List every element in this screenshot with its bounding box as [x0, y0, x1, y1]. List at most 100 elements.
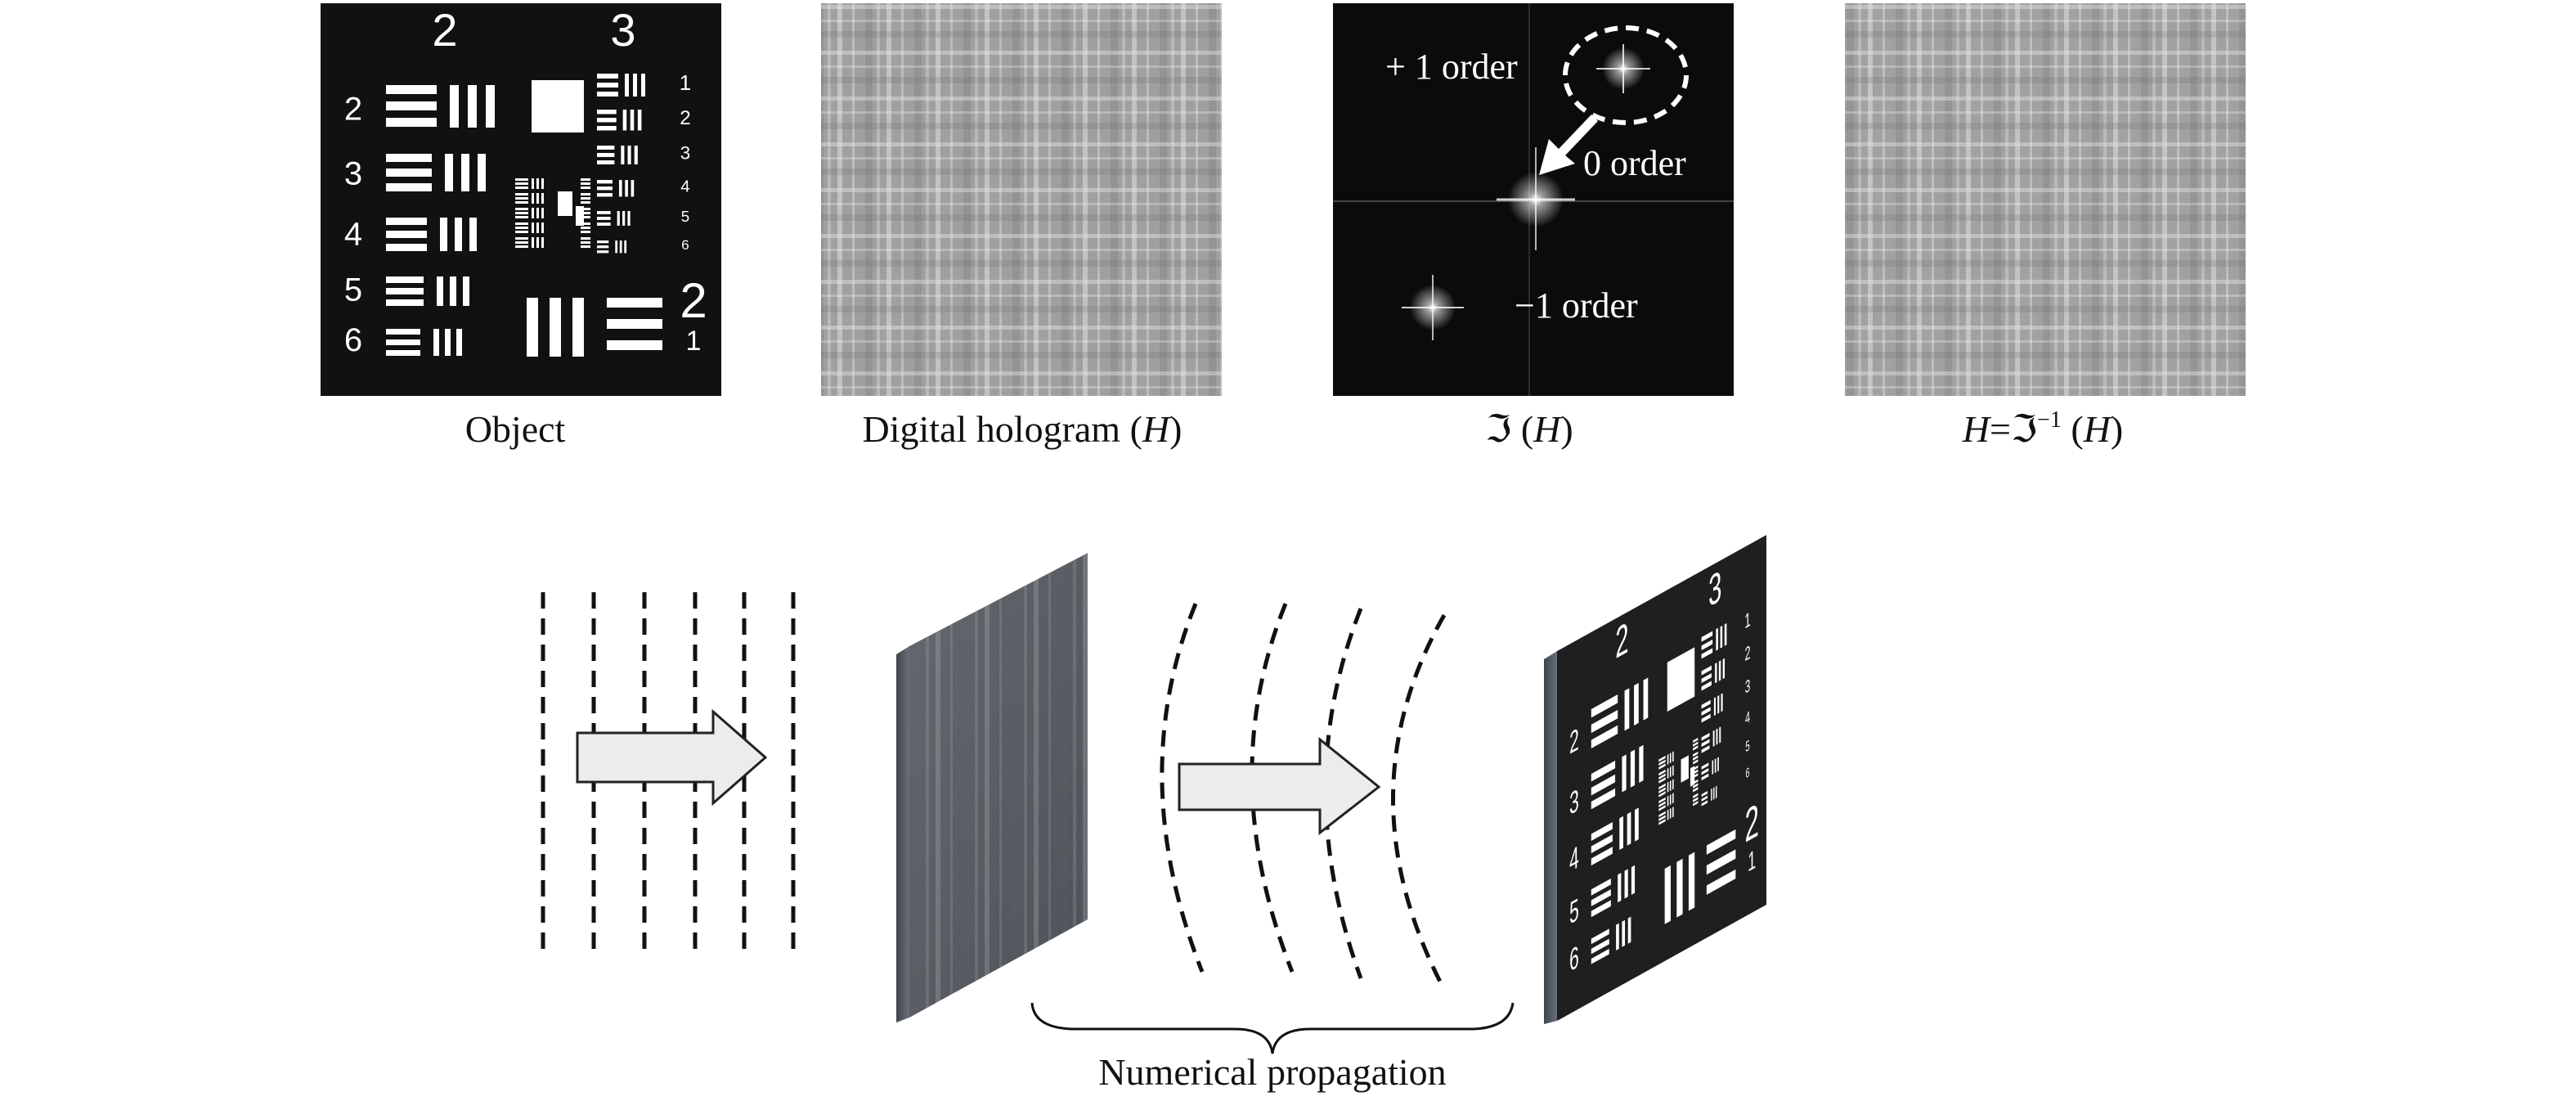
target-bar-vertical	[541, 222, 544, 233]
target-bar-horizontal	[581, 178, 590, 181]
target-bar-horizontal	[1693, 797, 1699, 802]
object-caption: Object	[465, 408, 566, 450]
target-element-label: 1	[686, 326, 702, 357]
target-bar-horizontal	[1658, 769, 1666, 776]
target-group-label: 3	[1708, 562, 1721, 618]
hologram-speckle	[821, 3, 1222, 396]
target-bar-horizontal	[515, 216, 528, 218]
target-bar-vertical	[1635, 807, 1639, 842]
target-bar-horizontal	[1658, 755, 1666, 762]
propagation-caption: Numerical propagation	[1098, 1051, 1446, 1093]
target-element-label: 3	[1745, 675, 1751, 698]
target-bar-vertical	[622, 211, 626, 226]
target-bar-horizontal	[386, 118, 437, 127]
target-bar-horizontal	[515, 208, 528, 210]
target-group-label: 2	[432, 4, 457, 56]
illumination-arrow	[576, 708, 768, 807]
target-bar-horizontal	[1701, 665, 1712, 676]
target-bar-vertical	[1643, 677, 1649, 721]
target-bar-vertical	[541, 208, 544, 218]
target-bar-vertical	[1667, 809, 1669, 820]
target-bar-horizontal	[1701, 800, 1708, 807]
target-bar-horizontal	[1701, 732, 1710, 741]
target-bar-horizontal	[515, 212, 528, 214]
target-bar-horizontal	[1658, 777, 1666, 784]
target-bar-horizontal	[597, 118, 617, 123]
target-bar-vertical	[541, 237, 544, 248]
propagation-brace	[1030, 1002, 1515, 1054]
target-element-label: 3	[680, 142, 690, 163]
target-bar-horizontal	[386, 218, 427, 225]
target-bar-horizontal	[597, 186, 613, 191]
target-bar-vertical	[1669, 780, 1672, 792]
target-bar-vertical	[532, 208, 534, 218]
target-bar-vertical	[1667, 781, 1669, 793]
target-bar-horizontal	[1701, 681, 1712, 691]
target-bar-horizontal	[1591, 709, 1618, 734]
target-element-label: 1	[1748, 844, 1756, 878]
target-bar-horizontal	[581, 197, 590, 200]
target-element-label: 4	[1569, 838, 1579, 879]
target-bar-horizontal	[1658, 805, 1666, 811]
target-bar-horizontal	[597, 146, 615, 150]
target-bar-horizontal	[386, 85, 437, 94]
target-bar-vertical	[1724, 622, 1727, 646]
target-bar-horizontal	[1591, 725, 1618, 749]
target-bar-vertical	[536, 222, 539, 233]
filtered-speckle	[1845, 3, 2246, 396]
target-bar-vertical	[1719, 726, 1721, 744]
target-bar-horizontal	[597, 240, 609, 244]
target-element-label: 3	[1569, 781, 1579, 821]
target-bar-horizontal	[1701, 790, 1708, 798]
target-bar-vertical	[622, 110, 627, 131]
target-element-label: 2	[1569, 721, 1579, 761]
target-bar-vertical	[627, 146, 631, 164]
target-element-label: 5	[1745, 738, 1749, 756]
target-bar-vertical	[532, 178, 534, 189]
target-bar-horizontal	[1701, 762, 1709, 770]
target-bar-vertical	[1667, 753, 1669, 765]
target-bar-horizontal	[1701, 773, 1709, 781]
target-bar-horizontal	[1658, 819, 1666, 825]
target-bar-horizontal	[1591, 694, 1618, 718]
target-bar-vertical	[1672, 807, 1674, 818]
target-bar-horizontal	[581, 241, 590, 244]
curved-wavefront	[1391, 613, 1447, 988]
target-element-label: 6	[681, 237, 689, 253]
target-bar-vertical	[456, 329, 462, 356]
target-element-label: 4	[1745, 708, 1750, 729]
target-bar-vertical	[625, 74, 629, 97]
target-bar-vertical	[445, 154, 453, 191]
target-bar-horizontal	[581, 201, 590, 204]
target-bar-horizontal	[1693, 759, 1699, 765]
target-bar-vertical	[1672, 793, 1674, 804]
target-bar-horizontal	[1693, 755, 1699, 761]
target-bar-horizontal	[581, 222, 590, 225]
target-bar-vertical	[463, 276, 469, 306]
target-bar-vertical	[1672, 779, 1674, 790]
target-bar-vertical	[478, 154, 486, 191]
target-bar-vertical	[1713, 697, 1717, 717]
target-bar-horizontal	[1706, 849, 1736, 875]
target-bar-horizontal	[386, 154, 432, 162]
target-bar-horizontal	[1701, 745, 1710, 753]
target-bar-horizontal	[386, 101, 437, 110]
target-bar-vertical	[536, 237, 539, 248]
target-bar-horizontal	[581, 182, 590, 185]
target-bar-horizontal	[1658, 773, 1666, 780]
target-bar-horizontal	[597, 110, 617, 115]
target-bar-vertical	[618, 180, 622, 197]
target-bar-vertical	[1630, 749, 1636, 788]
target-bar-horizontal	[1658, 759, 1666, 766]
target-bar-horizontal	[1591, 822, 1613, 842]
shift-arrow	[1539, 115, 1598, 175]
target-bar-vertical	[1711, 788, 1712, 802]
target-bar-horizontal	[1591, 928, 1609, 945]
target-bar-horizontal	[515, 178, 528, 181]
hologram-panel: Digital hologram (H)	[821, 3, 1222, 450]
target-bar-horizontal	[1658, 801, 1666, 807]
